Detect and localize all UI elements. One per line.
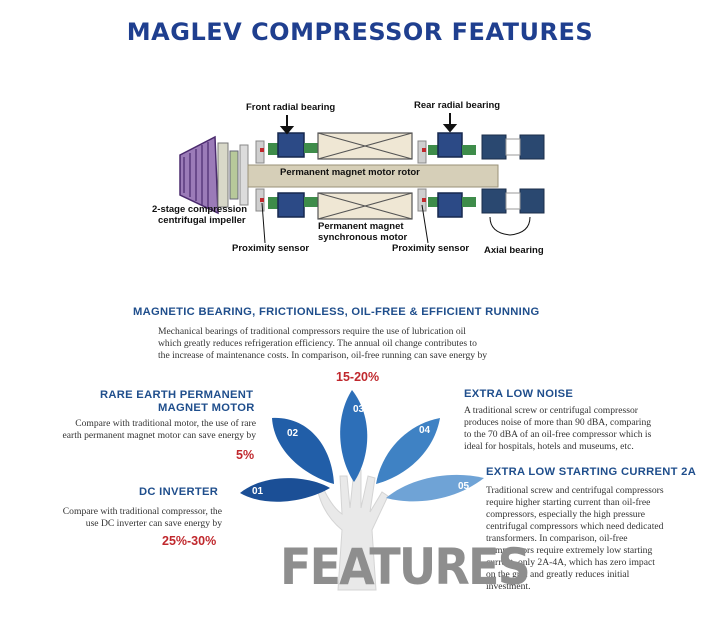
rare-earth-value: 5% [236,448,255,462]
intro-text-line3: the increase of maintenance costs. In co… [158,350,488,361]
low-noise-text-line4: ideal for hospitals, hotels and museums,… [464,441,634,452]
leaf-05 [386,474,484,502]
hand-trunk [317,469,389,591]
label-axial-bearing: Axial bearing [484,245,544,256]
compressor-diagram [179,113,545,244]
features-wordmark: FEATURES [280,538,531,596]
rare-earth-heading-line1: RARE EARTH PERMANENT [100,389,254,401]
low-current-heading: EXTRA LOW STARTING CURRENT 2A [486,466,697,478]
label-sync-motor-line2: synchronous motor [318,232,408,243]
leaf-03-number: 03 [353,404,365,415]
rare-earth-heading-line2: MAGNET MOTOR [158,402,255,414]
leaf-02 [272,417,334,484]
leaf-04 [376,418,440,484]
intro-text-line1: Mechanical bearings of traditional compr… [158,326,466,337]
leaf-03 [340,390,368,482]
shaft [247,164,499,188]
dc-inverter-text-line2: use DC inverter can save energy by [85,518,222,529]
dc-inverter-text-line1: Compare with traditional compressor, the [62,506,222,517]
intro-heading: MAGNETIC BEARING, FRICTIONLESS, OIL-FREE… [133,306,540,318]
label-impeller-line1: 2-stage compression [152,204,248,215]
label-impeller-line2: centrifugal impeller [158,215,246,226]
low-current-text-line2: require higher starting current than oil… [486,497,651,508]
low-current-text-line4: centrifugal compressors which need dedic… [486,521,664,532]
impeller-shape [179,135,249,215]
low-current-text-line6: compressors require extremely low starti… [486,545,653,556]
rare-earth-text-line1: Compare with traditional motor, the use … [75,418,256,429]
leaf-04-number: 04 [419,425,431,436]
label-motor-rotor: Permanent magnet motor rotor [280,167,420,178]
low-current-text-line5: transformers. In comparison, oil-free [486,533,628,544]
low-noise-heading: EXTRA LOW NOISE [464,388,574,400]
label-proximity-sensor-left: Proximity sensor [232,243,310,254]
leaf-01-number: 01 [252,486,264,497]
dc-inverter-value: 25%-30% [162,534,217,548]
leaf-01 [240,478,330,502]
low-current-text-line7: current, only 2A-4A, which has zero impa… [486,557,655,568]
label-rear-radial-bearing: Rear radial bearing [414,100,501,111]
leaf-02-number: 02 [287,428,299,439]
low-current-text-line9: investment. [486,581,531,592]
label-proximity-sensor-right: Proximity sensor [392,243,470,254]
rare-earth-text-line2: earth permanent magnet motor can save en… [62,430,257,441]
low-noise-text-line3: to the 70 dBA of an oil-free compressor … [464,429,652,440]
page-title: MAGLEV COMPRESSOR FEATURES [126,18,594,46]
intro-text-line2: which greatly reduces refrigeration effi… [158,338,477,349]
dc-inverter-heading: DC INVERTER [139,486,219,498]
label-front-radial-bearing: Front radial bearing [246,102,336,113]
leaf-05-number: 05 [458,481,470,492]
label-sync-motor-line1: Permanent magnet [318,221,404,232]
low-current-text-line3: compressors, especially the high pressur… [486,509,646,520]
low-current-text-line8: on the grid and greatly reduces initial [486,569,630,580]
low-current-text-line1: Traditional screw and centrifugal compre… [486,485,664,496]
intro-value: 15-20% [336,370,380,384]
low-noise-text-line1: A traditional screw or centrifugal compr… [464,405,638,416]
low-noise-text-line2: produces noise of more than 90 dBA, comp… [464,417,652,428]
features-tree-graphic [240,390,484,591]
